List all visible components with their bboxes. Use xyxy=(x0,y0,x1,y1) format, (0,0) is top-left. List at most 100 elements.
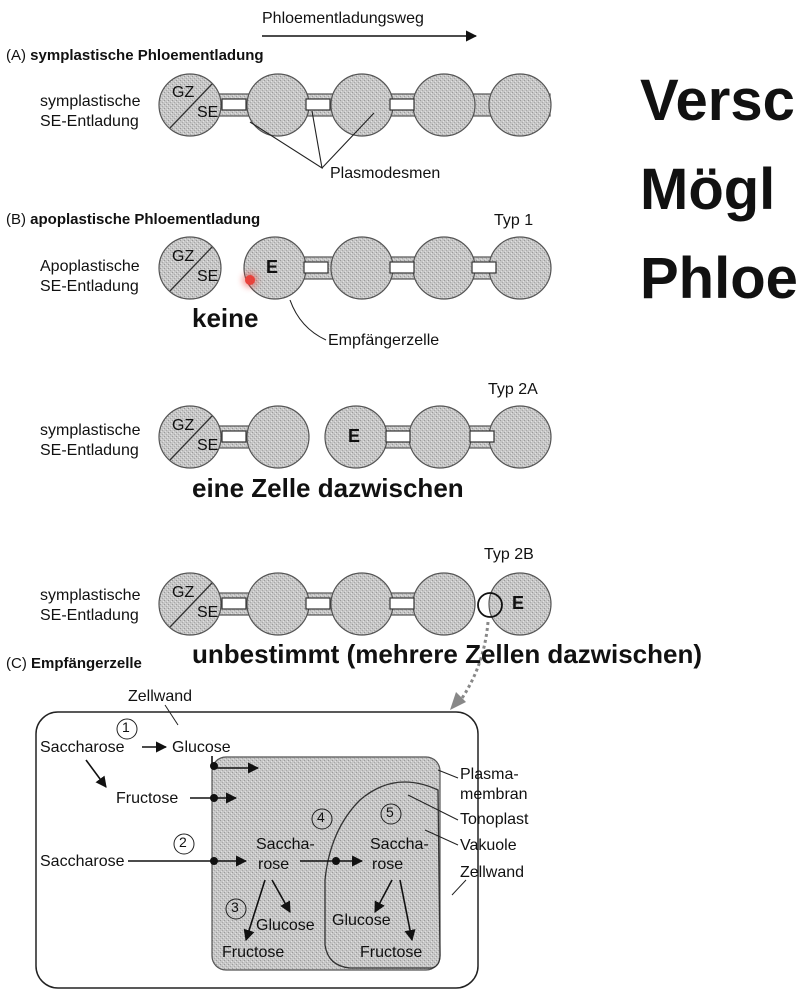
cell-se-label: SE xyxy=(197,604,219,621)
cell xyxy=(330,572,394,636)
typ2b-left-label-1: symplastische xyxy=(40,587,141,604)
section-letter: (B) xyxy=(6,211,26,228)
cell xyxy=(488,405,552,469)
direction-label: Phloementladungsweg xyxy=(262,10,424,27)
rose-2-label: rose xyxy=(372,856,404,873)
cell-gz-se xyxy=(158,73,222,137)
typ2b-left-label-2: SE-Entladung xyxy=(40,607,139,624)
typ2a-left-label-2: SE-Entladung xyxy=(40,442,139,459)
cell xyxy=(412,572,476,636)
typ2a-left-label-1: symplastische xyxy=(40,422,141,439)
row-b2a-cells xyxy=(158,405,552,469)
cell-gz-label: GZ xyxy=(172,84,195,101)
empfaengerzelle-label: Empfängerzelle xyxy=(328,332,440,349)
plasmodesma xyxy=(305,98,331,111)
section-letter: (C) xyxy=(6,655,27,672)
cell-gz-se xyxy=(158,572,222,636)
plasmodesma xyxy=(303,261,329,274)
cell-gz-se xyxy=(158,236,222,300)
receiver-cell-label: E xyxy=(266,257,279,277)
highlight-circle xyxy=(477,592,503,618)
step-3: 3 xyxy=(231,899,239,915)
zellwand-right-label: Zellwand xyxy=(460,864,525,881)
plasmamembran-label-1: Plasma- xyxy=(460,766,519,783)
plasmodesma xyxy=(389,597,415,610)
cell xyxy=(408,405,472,469)
annotation-eine-zelle: eine Zelle dazwischen xyxy=(192,473,464,503)
saccha-1-label: Saccha- xyxy=(256,836,315,853)
section-title: Empfängerzelle xyxy=(31,655,142,672)
step-4: 4 xyxy=(317,809,325,825)
title-line-3: Phloe xyxy=(640,246,798,311)
zellwand-top-label: Zellwand xyxy=(128,688,193,705)
callout-lines xyxy=(249,110,375,170)
row-a-label-1: symplastische xyxy=(40,93,141,110)
cell-gz-label: GZ xyxy=(172,584,195,601)
cell-se-label: SE xyxy=(197,437,219,454)
laser-pointer-dot xyxy=(245,275,255,285)
plasmodesma xyxy=(385,430,411,443)
vakuole-label: Vakuole xyxy=(460,837,517,854)
plasmodesma xyxy=(305,597,331,610)
step-1: 1 xyxy=(122,719,130,735)
fructose-1-label: Fructose xyxy=(116,790,179,807)
row-a-cells xyxy=(158,73,552,170)
annotation-unbestimmt: unbestimmt (mehrere Zellen dazwischen) xyxy=(192,639,703,669)
step-2: 2 xyxy=(179,834,187,850)
cell xyxy=(488,236,552,300)
rose-1-label: rose xyxy=(258,856,290,873)
vacuole xyxy=(324,781,441,969)
fructose-3-label: Fructose xyxy=(222,944,285,961)
plasmodesma xyxy=(471,261,497,274)
receiver-cell-label: E xyxy=(512,593,525,613)
row-a-label-2: SE-Entladung xyxy=(40,113,139,130)
plasmodesma xyxy=(221,98,247,111)
cell-se-label: SE xyxy=(197,104,219,121)
cell xyxy=(412,73,476,137)
plasmodesma xyxy=(469,430,495,443)
cell-gz-label: GZ xyxy=(172,248,195,265)
plasmamembran-label-2: membran xyxy=(460,786,528,803)
title-line-1: Versc xyxy=(640,68,795,133)
gz-se-divider xyxy=(169,83,213,129)
typ1-label: Typ 1 xyxy=(494,212,534,229)
section-b-heading: (B) apoplastische Phloementladung xyxy=(6,211,260,229)
section-c-heading: (C) Empfängerzelle xyxy=(6,655,142,673)
section-letter: (A) xyxy=(6,47,26,64)
receiver-cell-diagram xyxy=(35,704,479,989)
cell xyxy=(330,73,394,137)
plasmodesma xyxy=(221,597,247,610)
cell xyxy=(246,405,310,469)
tonoplast-label: Tonoplast xyxy=(460,811,529,828)
plasmodesma xyxy=(389,98,415,111)
row-b1-cells xyxy=(158,236,552,341)
cell xyxy=(412,236,476,300)
typ2b-label: Typ 2B xyxy=(484,546,534,563)
plasmodesma xyxy=(389,261,415,274)
typ1-left-label-1: Apoplastische xyxy=(40,258,140,275)
saccharose-1-label: Saccharose xyxy=(40,739,125,756)
glucose-1-label: Glucose xyxy=(172,739,231,756)
saccharose-2-label: Saccharose xyxy=(40,853,125,870)
cell-se-label: SE xyxy=(197,268,219,285)
callout-line xyxy=(289,299,327,341)
fructose-5-label: Fructose xyxy=(360,944,423,961)
glucose-3-label: Glucose xyxy=(256,917,315,934)
step-5: 5 xyxy=(386,804,394,820)
glucose-5-label: Glucose xyxy=(332,912,391,929)
cell-receiver xyxy=(488,572,552,636)
saccha-2-label: Saccha- xyxy=(370,836,429,853)
cell xyxy=(330,236,394,300)
cell xyxy=(246,572,310,636)
plasmodesmen-label: Plasmodesmen xyxy=(330,165,441,182)
cell xyxy=(246,73,310,137)
receiver-cell-label: E xyxy=(348,426,361,446)
section-a-heading: (A) symplastische Phloementladung xyxy=(6,47,264,65)
dashed-arrow xyxy=(456,621,490,705)
section-title: symplastische Phloementladung xyxy=(30,47,264,64)
typ2a-label: Typ 2A xyxy=(488,381,538,398)
typ1-left-label-2: SE-Entladung xyxy=(40,278,139,295)
cell xyxy=(488,73,552,137)
